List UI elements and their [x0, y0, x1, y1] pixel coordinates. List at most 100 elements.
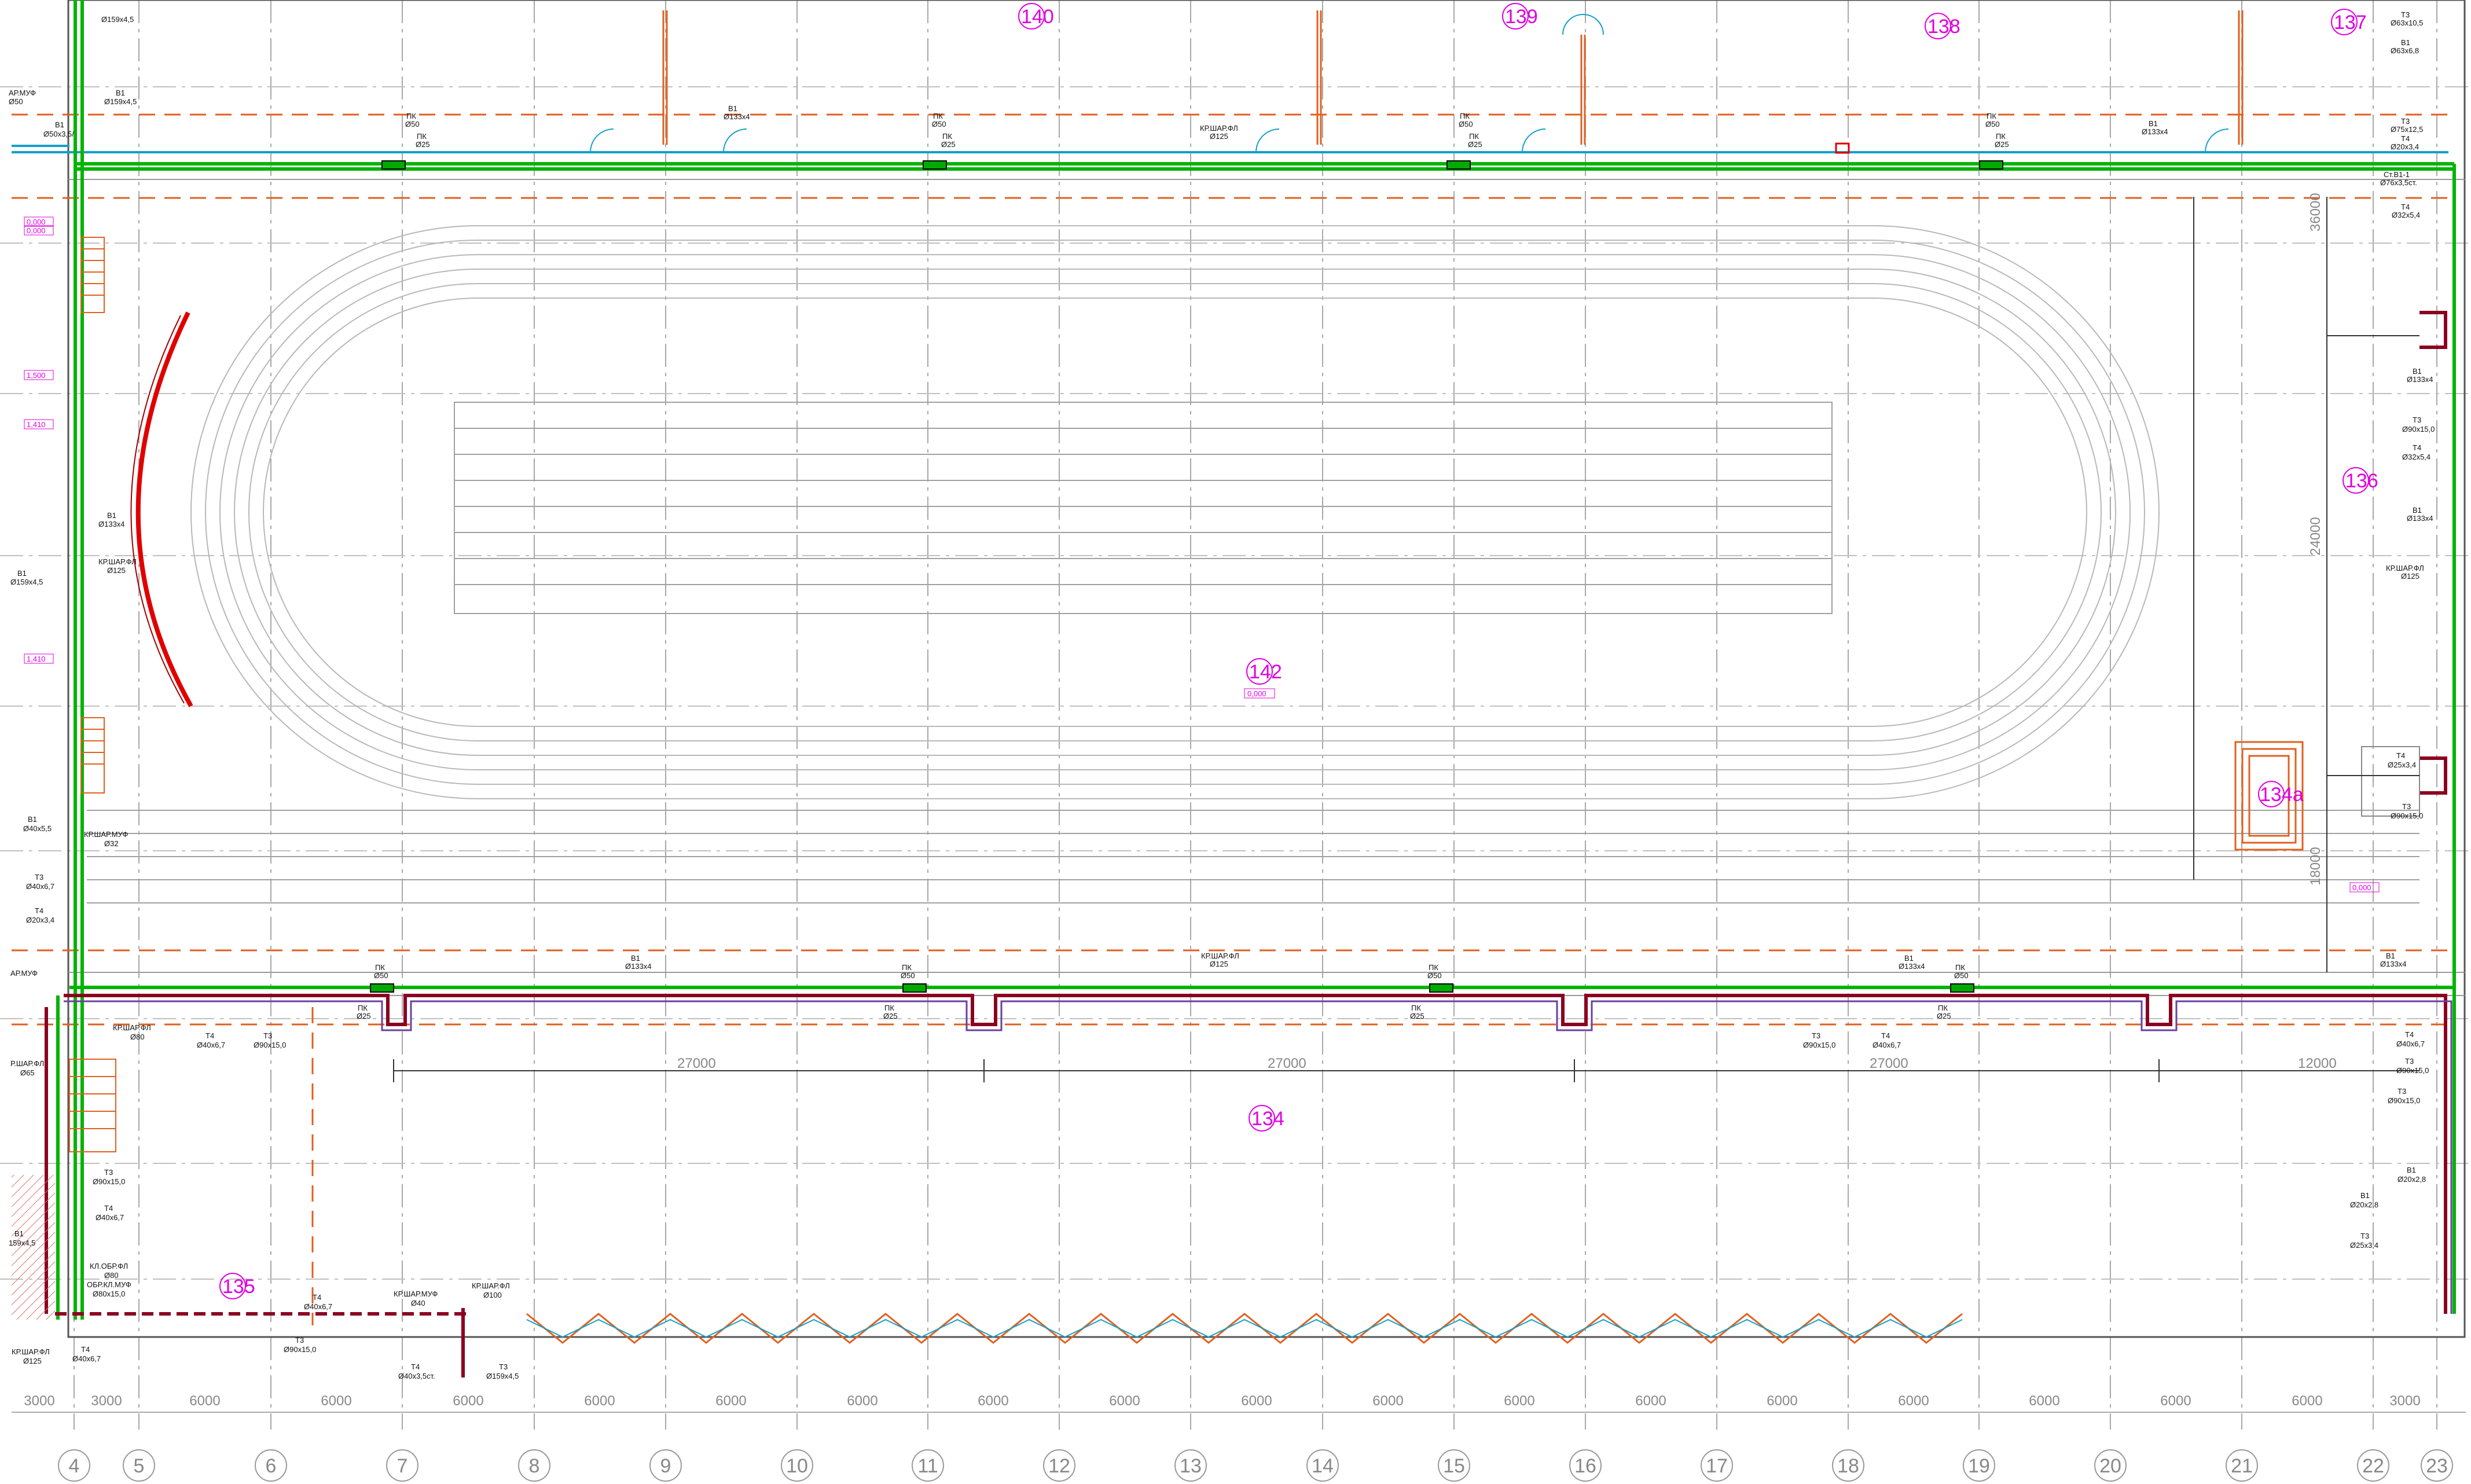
dim-12000: 12000	[2298, 1056, 2337, 1071]
dimension-label: 3000	[24, 1393, 54, 1409]
svg-text:Т3: Т3	[263, 1031, 272, 1040]
svg-text:КЛ.ОБР.ФЛ: КЛ.ОБР.ФЛ	[90, 1262, 128, 1270]
svg-text:АР.МУФ: АР.МУФ	[9, 89, 36, 97]
svg-text:ПК: ПК	[942, 132, 952, 141]
svg-text:Ø32х5,4: Ø32х5,4	[2392, 211, 2420, 219]
dimension-label: 6000	[1241, 1393, 1272, 1409]
dimension-label: 6000	[978, 1393, 1008, 1409]
axis-label-10: 10	[786, 1455, 808, 1477]
axis-circle-15	[1438, 1449, 1470, 1482]
svg-text:Ø25: Ø25	[1468, 140, 1482, 149]
dim-line-27000	[393, 1059, 2419, 1082]
svg-text:Ø90х15,0: Ø90х15,0	[2388, 1096, 2420, 1105]
svg-text:Ø90х15,0: Ø90х15,0	[1803, 1041, 1835, 1049]
axis-label-13: 13	[1180, 1455, 1202, 1477]
svg-text:Ø90х15,0: Ø90х15,0	[2402, 425, 2435, 434]
svg-text:В1: В1	[728, 104, 737, 113]
axis-circle-5	[123, 1449, 155, 1482]
svg-text:Ø50: Ø50	[901, 971, 915, 980]
svg-text:В1: В1	[14, 1229, 24, 1238]
room-135: 135	[222, 1276, 255, 1298]
axis-circle-21	[2226, 1449, 2258, 1482]
svg-text:Ø25х3,4: Ø25х3,4	[2388, 761, 2416, 769]
svg-text:Т4: Т4	[81, 1345, 90, 1354]
svg-text:Ø50: Ø50	[1427, 971, 1442, 980]
bottom-pipe-labels: Т4 Ø40х6,7 Т3 Ø90х15,0 КР.ШАР.МУФ Ø40 КР…	[284, 1281, 519, 1380]
svg-text:Ø25: Ø25	[883, 1012, 898, 1020]
axis-circle-13	[1174, 1449, 1207, 1482]
right-pipe-labels: В1 Ø133х4 Т3 Ø90х15,0 Т4 Ø32х5,4 В1 Ø133…	[2308, 193, 2435, 1250]
orange-columns-top	[662, 10, 2244, 145]
svg-text:Ø80: Ø80	[130, 1033, 145, 1041]
svg-text:Ø80: Ø80	[104, 1271, 119, 1280]
axis-circle-17	[1701, 1449, 1733, 1482]
svg-text:Т3: Т3	[2405, 1057, 2414, 1066]
svg-text:ОБР.КЛ.МУФ: ОБР.КЛ.МУФ	[87, 1280, 131, 1289]
curved-wall	[135, 311, 193, 707]
svg-text:Ø125: Ø125	[1210, 132, 1228, 141]
svg-text:КР.ШАР.ФЛ: КР.ШАР.ФЛ	[113, 1023, 151, 1032]
axis-label-9: 9	[660, 1455, 671, 1477]
axis-circle-9	[649, 1449, 682, 1482]
svg-text:Ст.В1-1: Ст.В1-1	[2384, 170, 2410, 179]
svg-text:Ø159х4,5: Ø159х4,5	[104, 97, 137, 106]
axis-circle-4	[58, 1449, 90, 1482]
valve-markers	[370, 160, 2003, 993]
svg-text:ПК: ПК	[1429, 963, 1438, 972]
axis-circle-12	[1043, 1449, 1075, 1482]
svg-text:Т3: Т3	[104, 1168, 113, 1177]
svg-text:ПК: ПК	[933, 112, 943, 120]
axis-label-18: 18	[1837, 1455, 1859, 1477]
svg-text:Ø25: Ø25	[1410, 1012, 1424, 1020]
svg-text:В1: В1	[2149, 119, 2158, 128]
axis-label-23: 23	[2426, 1455, 2448, 1477]
axis-circle-16	[1569, 1449, 1602, 1482]
svg-text:Ø159х4,5: Ø159х4,5	[486, 1372, 519, 1380]
dimension-label: 6000	[2029, 1393, 2059, 1409]
axis-circle-23	[2421, 1449, 2453, 1482]
axis-circle-8	[518, 1449, 550, 1482]
svg-text:Ø50: Ø50	[374, 971, 388, 980]
axis-circle-10	[781, 1449, 813, 1482]
svg-text:КР.ШАР.ФЛ: КР.ШАР.ФЛ	[1200, 124, 1238, 133]
svg-text:Ø40х6,7: Ø40х6,7	[2396, 1039, 2425, 1048]
svg-text:КР.ШАР.ФЛ: КР.ШАР.ФЛ	[12, 1347, 50, 1356]
axis-label-11: 11	[917, 1455, 938, 1477]
svg-text:Ø63х6,8: Ø63х6,8	[2391, 46, 2419, 55]
svg-text:КР.ШАР.МУФ: КР.ШАР.МУФ	[84, 830, 128, 839]
svg-text:Ø133х4: Ø133х4	[2407, 514, 2433, 523]
axis-circle-19	[1963, 1449, 1995, 1482]
svg-text:ПК: ПК	[1987, 112, 1996, 120]
svg-text:Ø90х15,0: Ø90х15,0	[2396, 1066, 2429, 1075]
svg-text:ПК: ПК	[884, 1004, 894, 1012]
svg-text:18000: 18000	[2308, 847, 2323, 886]
svg-text:Ø125: Ø125	[2401, 572, 2419, 581]
svg-text:Ø159х4,5: Ø159х4,5	[101, 15, 134, 24]
room-136: 136	[2345, 470, 2378, 492]
svg-text:Т3: Т3	[499, 1362, 508, 1371]
room-142-elev: 0,000	[1247, 689, 1266, 698]
svg-text:В1: В1	[55, 120, 64, 129]
svg-text:0,000: 0,000	[27, 226, 46, 235]
svg-text:КР.ШАР.ФЛ: КР.ШАР.ФЛ	[2386, 564, 2424, 572]
horizontal-grid-lines	[0, 86, 2471, 1280]
svg-text:Ø75х12,5: Ø75х12,5	[2391, 125, 2423, 134]
svg-text:В1: В1	[2401, 38, 2410, 47]
svg-text:Ø25: Ø25	[357, 1012, 371, 1020]
axis-label-7: 7	[397, 1455, 408, 1477]
svg-text:В1: В1	[28, 815, 37, 824]
svg-text:ПК: ПК	[406, 112, 416, 120]
svg-text:В1: В1	[631, 954, 640, 963]
svg-text:0,000: 0,000	[27, 218, 46, 226]
svg-text:Ø40х6,7: Ø40х6,7	[96, 1213, 124, 1222]
svg-text:Ø65: Ø65	[20, 1068, 35, 1077]
svg-text:Ø50: Ø50	[9, 97, 23, 106]
svg-text:ПК: ПК	[417, 132, 427, 141]
svg-text:Ø90х15,0: Ø90х15,0	[2391, 811, 2423, 820]
svg-text:ПК: ПК	[1469, 132, 1479, 141]
hatched-area	[12, 1175, 55, 1320]
axis-circle-18	[1832, 1449, 1864, 1482]
svg-text:КР.ШАР.ФЛ: КР.ШАР.ФЛ	[472, 1281, 510, 1290]
svg-text:ПК: ПК	[1955, 963, 1965, 972]
